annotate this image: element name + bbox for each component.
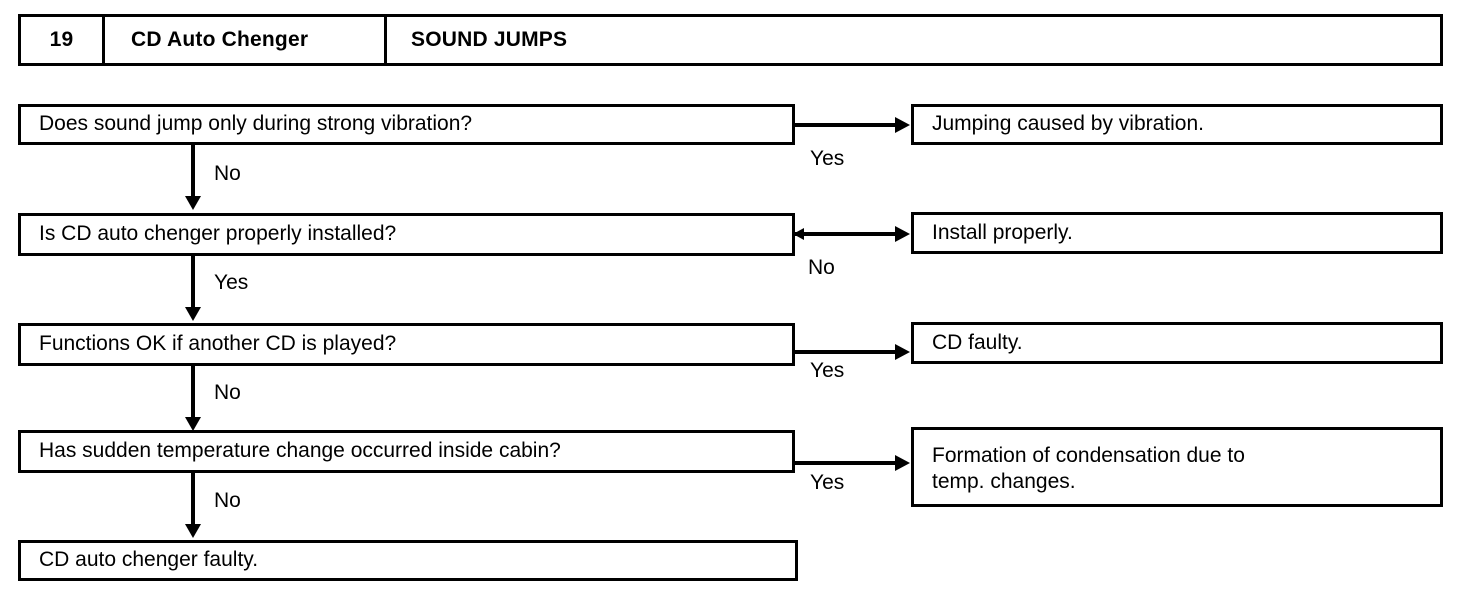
result-box-1: Jumping caused by vibration. bbox=[911, 104, 1443, 145]
arrowhead-right-1 bbox=[895, 117, 910, 133]
edge-label-right-4: Yes bbox=[810, 471, 845, 494]
arrowhead-down-2 bbox=[185, 307, 201, 321]
edge-label-down-4: No bbox=[214, 489, 241, 512]
result-text-1: Jumping caused by vibration. bbox=[932, 112, 1204, 136]
question-text-2: Is CD auto chenger properly installed? bbox=[39, 222, 397, 246]
connector-right-4 bbox=[795, 461, 898, 465]
edge-label-down-2: Yes bbox=[214, 271, 249, 294]
arrowhead-down-1 bbox=[185, 196, 201, 210]
question-box-2: Is CD auto chenger properly installed? bbox=[18, 213, 795, 256]
arrowhead-down-3 bbox=[185, 417, 201, 431]
result-text-4: Formation of condensation due to temp. c… bbox=[932, 443, 1245, 493]
connector-right-1 bbox=[795, 123, 898, 127]
edge-label-right-2: No bbox=[808, 256, 835, 279]
connector-right-3 bbox=[795, 350, 898, 354]
arrowhead-left-2 bbox=[793, 228, 804, 240]
arrowhead-down-4 bbox=[185, 524, 201, 538]
connector-down-1 bbox=[191, 145, 195, 200]
result-box-4: Formation of condensation due to temp. c… bbox=[911, 427, 1443, 507]
header-chart-number: 19 bbox=[21, 17, 105, 63]
edge-label-down-1: No bbox=[214, 162, 241, 185]
header-symptom-name: SOUND JUMPS bbox=[411, 28, 568, 51]
question-box-1: Does sound jump only during strong vibra… bbox=[18, 104, 795, 145]
question-box-4: Has sudden temperature change occurred i… bbox=[18, 430, 795, 473]
edge-label-right-3: Yes bbox=[810, 359, 845, 382]
header-system-name: CD Auto Chenger bbox=[105, 17, 387, 63]
result-box-2: Install properly. bbox=[911, 212, 1443, 254]
final-result-text: CD auto chenger faulty. bbox=[39, 548, 259, 572]
result-text-2: Install properly. bbox=[932, 220, 1073, 244]
result-text-3: CD faulty. bbox=[932, 330, 1023, 354]
question-box-3: Functions OK if another CD is played? bbox=[18, 323, 795, 366]
connector-down-2 bbox=[191, 256, 195, 311]
arrowhead-right-3 bbox=[895, 344, 910, 360]
arrowhead-right-4 bbox=[895, 455, 910, 471]
final-result-box: CD auto chenger faulty. bbox=[18, 540, 798, 581]
connector-right-2 bbox=[795, 232, 898, 236]
connector-down-3 bbox=[191, 366, 195, 421]
edge-label-down-3: No bbox=[214, 381, 241, 404]
arrowhead-right-2 bbox=[895, 226, 910, 242]
question-text-4: Has sudden temperature change occurred i… bbox=[39, 439, 561, 463]
edge-label-right-1: Yes bbox=[810, 147, 845, 170]
question-text-3: Functions OK if another CD is played? bbox=[39, 332, 397, 356]
result-box-3: CD faulty. bbox=[911, 322, 1443, 364]
header-table: 19 CD Auto Chenger SOUND JUMPS bbox=[18, 14, 1443, 66]
connector-down-4 bbox=[191, 473, 195, 528]
question-text-1: Does sound jump only during strong vibra… bbox=[39, 112, 473, 136]
